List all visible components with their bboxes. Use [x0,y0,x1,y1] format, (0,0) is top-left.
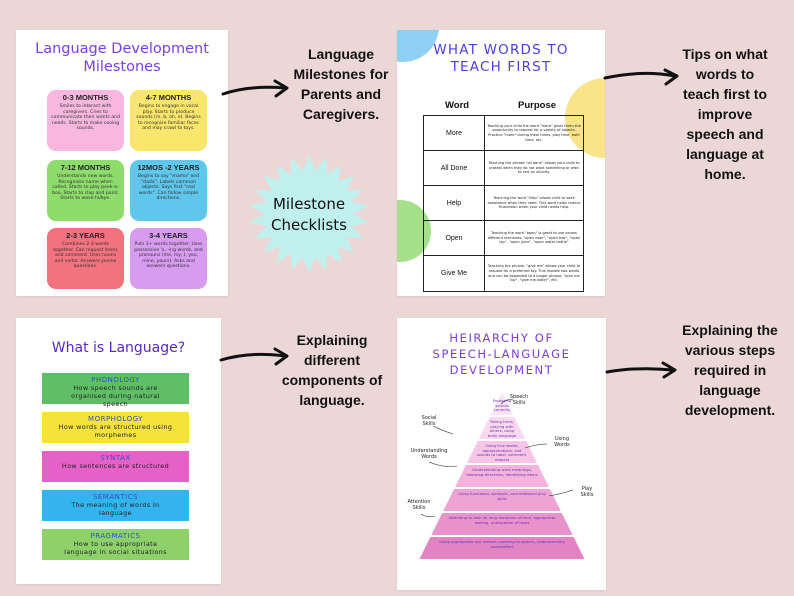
purpose-cell: Teaching your child the word "more" give… [487,123,581,142]
milestones-card: Language Development Milestones 0-3 MONT… [16,30,228,296]
milestones-title: Language Development Milestones [35,41,209,75]
word-cell: Give Me [424,256,485,291]
arrow-icon [603,68,679,86]
side-label-understanding: Understanding Words [410,448,448,460]
words-card: WHAT WORDS TO TEACH FIRST Word Purpose M… [397,30,605,296]
pyramid-layer-label: Taking turns, playing with others, using… [487,419,517,438]
hierarchy-card: HEIRARCHY OF SPEECH-LANGUAGE DEVELOPMENT… [397,318,606,590]
milestone-heading: 0-3 MONTHS [62,93,109,102]
pyramid-layer [419,537,585,559]
milestone-box: 7-12 MONTHS Understands new words. Recogn… [47,160,124,221]
milestone-heading: 7-12 MONTHS [60,163,111,172]
milestone-body: Puts 3+ words together. Uses possessive … [134,242,203,270]
side-label-using-words: Using Words [554,436,570,448]
pyramid-layer [466,441,538,463]
milestone-box: 12MOS -2 YEARS Begins to say "mama" and "… [130,160,207,221]
milestone-box: 3-4 YEARS Puts 3+ words together. Uses po… [130,228,207,289]
component-heading: SEMANTICS [92,493,139,501]
purpose-cell: Teaching the phrase "all done" allows yo… [488,161,580,175]
milestone-body: Understands new words. Recognises name w… [52,174,119,202]
milestone-body: Smiles to interact with caregivers. Crie… [51,104,120,132]
pyramid-layer-label: Attending to task for long durations of … [448,515,556,525]
column-word: Word [445,100,470,111]
component-text: How to use appropriate [73,540,158,548]
side-label-attention: Attention Skills [407,499,431,511]
pyramid-layer-label: Understanding word meanings, following d… [466,467,538,477]
milestone-body: Combines 2-3 words together. Can request… [53,242,118,270]
pointer-lines [420,399,574,517]
hierarchy-pyramid [419,393,585,559]
pyramid-layer [431,513,573,535]
component-text: language in social situations [64,548,167,556]
milestone-box: 2-3 YEARS Combines 2-3 words together. Ca… [47,228,124,289]
component-text: organised during natural [71,392,160,400]
milestone-heading: 3-4 YEARS [149,231,188,240]
component-heading: SYNTAX [100,454,131,462]
pyramid-layer [478,417,526,439]
arrow-icon [605,361,677,379]
milestone-badge: Milestone Checklists [249,155,369,273]
language-title: What is Language? [51,340,186,356]
hierarchy-title: HEIRARCHY OF SPEECH-LANGUAGE DEVELOPMENT [432,331,571,377]
component-heading: PHONOLOGY [91,376,140,384]
pyramid-layer-label: Producing sounds correctly [492,398,512,413]
badge-line2: Checklists [271,216,347,234]
arrow-icon [219,347,289,366]
purpose-cell: Teaching the word "help" allows child to… [487,196,581,210]
purpose-cell: Teaching the phrase, "give me" allows yo… [487,264,581,283]
component-heading: MORPHOLOGY [88,415,143,423]
component-text: How words are structured using [58,423,173,431]
component-text: How speech sounds are [73,384,158,392]
component-text: speech [102,400,129,408]
milestone-heading: 2-3 YEARS [66,231,105,240]
word-cell: Open [424,221,485,255]
word-cell: More [424,116,485,150]
milestone-body: Begins to engage in vocal play. Starts t… [136,104,201,132]
milestone-body: Begins to say "mama" and "dada". Labels … [137,174,200,202]
word-cell: Help [424,186,485,220]
side-label-social: Social Skills [421,415,437,427]
words-title: WHAT WORDS TO TEACH FIRST [433,42,569,75]
component-text: How sentences are structured [61,462,170,470]
pyramid-layer [443,489,561,511]
arrow-icon [221,79,289,98]
badge-line1: Milestone [273,195,345,213]
component-heading: PRAGMATICS [90,532,141,540]
side-label-speech: Speech Skills [509,394,529,406]
word-cell: All Done [424,151,485,185]
purpose-cell: Teaching the word "open" is great to use… [487,231,581,245]
component-text: language [99,509,132,517]
milestone-box: 4-7 MONTHS Begins to engage in vocal play… [130,90,207,151]
milestone-heading: 4-7 MONTHS [145,93,192,102]
pyramid-layer [490,393,514,415]
pyramid-layer [455,465,549,487]
component-text: The meaning of words in [71,501,160,509]
component-text: morphemes [94,431,137,439]
side-label-play: Play Skills [580,486,594,498]
pyramid-layer-label: Using appropriate eye contact, pointing … [439,539,565,549]
pyramid-layer-label: Using functional, symbolic, and relation… [458,491,546,501]
column-purpose: Purpose [518,100,557,111]
pyramid-layer-label: Using true words, approximations, and so… [476,443,528,462]
milestone-box: 0-3 MONTHS Smiles to interact with caregi… [47,90,124,151]
milestone-heading: 12MOS -2 YEARS [137,163,200,172]
